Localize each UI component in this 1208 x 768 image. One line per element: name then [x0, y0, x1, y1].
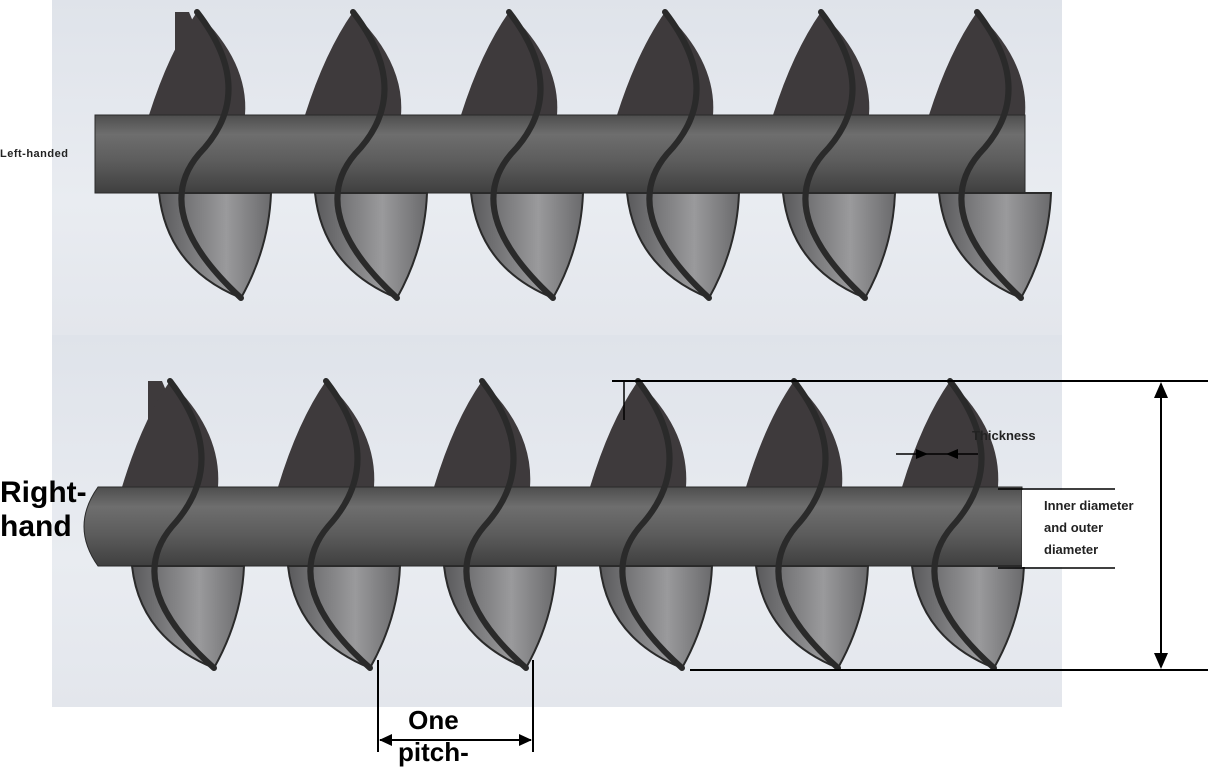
- shaft: [83, 486, 1023, 567]
- flight-edge: [178, 9, 244, 301]
- front-flights: [157, 9, 1053, 301]
- flight-upper: [122, 381, 219, 487]
- flight-lower: [781, 192, 897, 300]
- flight-upper: [773, 12, 870, 115]
- flight-edge: [490, 9, 556, 301]
- flight-lower: [469, 192, 585, 300]
- flight-upper: [902, 381, 999, 487]
- shaft: [94, 114, 1026, 194]
- shaft-group: [83, 486, 1023, 567]
- flight-edge: [931, 378, 997, 671]
- flight-edge: [802, 9, 868, 301]
- back-flights: [149, 12, 1026, 115]
- flight-upper: [929, 12, 1026, 115]
- right-handed-auger: [83, 378, 1026, 671]
- back-flights: [122, 381, 999, 487]
- flight-edge: [775, 378, 841, 671]
- diameter-label: Inner diameter and outer diameter: [1044, 498, 1134, 557]
- flight-edge: [463, 378, 529, 671]
- flight-lower: [910, 565, 1026, 670]
- flight-lower: [754, 565, 870, 670]
- left-handed-auger: [94, 9, 1053, 301]
- flight-lower: [442, 565, 558, 670]
- flight-edge: [151, 378, 217, 671]
- flight-upper: [305, 12, 402, 115]
- flight-upper: [278, 381, 375, 487]
- flight-upper: [746, 381, 843, 487]
- flight-upper: [617, 12, 714, 115]
- flight-upper: [590, 381, 687, 487]
- flight-upper: [461, 12, 558, 115]
- inner-diameter-label-box: [1022, 490, 1122, 567]
- left-handed-label: Left-handed: [0, 148, 69, 160]
- front-flights: [130, 378, 1026, 671]
- flight-upper: [149, 12, 246, 115]
- flight-edge: [619, 378, 685, 671]
- flight-lower: [286, 565, 402, 670]
- dimension-lines: [377, 380, 1208, 752]
- flight-lower: [598, 565, 714, 670]
- flight-upper: [434, 381, 531, 487]
- flight-lower: [937, 192, 1053, 300]
- flight-edge: [334, 9, 400, 301]
- flight-edge: [958, 9, 1024, 301]
- right-hand-label: Right- hand: [0, 476, 87, 543]
- flight-lower: [130, 565, 246, 670]
- flight-lower: [157, 192, 273, 300]
- thickness-label: Thickness: [972, 428, 1036, 443]
- pitch-label: One pitch-: [398, 705, 469, 767]
- flight-lower: [313, 192, 429, 300]
- flight-edge: [307, 378, 373, 671]
- flight-edge: [646, 9, 712, 301]
- flight-lower: [625, 192, 741, 300]
- shaft-group: [94, 114, 1026, 194]
